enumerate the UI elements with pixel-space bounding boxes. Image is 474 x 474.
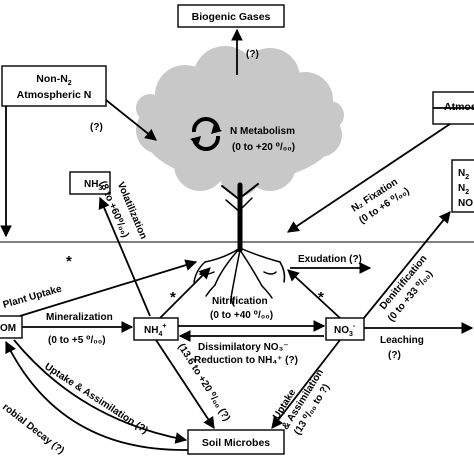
flow-arrows bbox=[0, 28, 474, 451]
biogenic-gases-label: Biogenic Gases bbox=[192, 11, 271, 23]
nitrification-label: Nitrification bbox=[212, 296, 268, 307]
biogenic-unknown-label: (?) bbox=[246, 49, 259, 60]
arrow-microbial-decay bbox=[5, 340, 189, 451]
non-n2-label: Non-N2 bbox=[36, 73, 72, 87]
mineralization-range-label: (0 to +5 ⁰/₀₀) bbox=[48, 335, 106, 346]
microbial-decay-label: robial Decay (?) bbox=[0, 402, 66, 457]
arrow-atmospheric-to-tree bbox=[105, 99, 157, 141]
n2-gases-box bbox=[451, 159, 474, 213]
arrow-volatilization bbox=[98, 196, 151, 317]
arrow-no3-to-microbes bbox=[271, 339, 341, 429]
atmospheric-n2-label: Atmos bbox=[444, 101, 474, 113]
n2-fixation-group: N₂ Fixation (0 to +6 ⁰/₀₀) bbox=[350, 177, 412, 227]
non-n2-unknown-label: (?) bbox=[90, 122, 103, 133]
nh4-label: NH4+ bbox=[144, 323, 166, 338]
nitrification-range-label: (0 to +40 ⁰/₀₀) bbox=[210, 310, 273, 321]
asterisk-no3: * bbox=[318, 289, 324, 306]
uptake-assimilation-label: Uptake & Assimilation (?) bbox=[42, 361, 149, 436]
tree-canopy bbox=[136, 46, 344, 196]
om-label: OM bbox=[0, 323, 16, 334]
asterisk-nh4: * bbox=[170, 289, 176, 306]
no3-uptake-group: Uptake & Assimilation (13 ⁰/₀₀ to ?) bbox=[271, 367, 332, 437]
leaching-unknown-label: (?) bbox=[388, 350, 401, 361]
tree-roots bbox=[193, 247, 286, 307]
asterisk-plant-uptake: * bbox=[66, 253, 72, 270]
no-label: NO bbox=[458, 198, 473, 209]
arrow-n2-fixation bbox=[287, 123, 451, 233]
tree-trunk bbox=[221, 182, 259, 253]
tree-icon bbox=[136, 46, 344, 307]
arrow-plant-uptake bbox=[19, 259, 198, 317]
biogenic-gases-box bbox=[177, 4, 285, 28]
n-metabolism-label: N Metabolism bbox=[230, 126, 295, 137]
dissimilatory-label-2: Reduction to NH₄⁺ (?) bbox=[194, 355, 298, 366]
plant-uptake-label: Plant Uptake bbox=[2, 283, 64, 310]
microbial-decay-group: robial Decay (?) bbox=[0, 402, 66, 457]
arrow-om-to-microbes bbox=[13, 339, 188, 444]
no3-box bbox=[325, 317, 365, 341]
nh3-box bbox=[69, 171, 111, 195]
n2-label-b: N2 bbox=[458, 183, 469, 196]
uptake-assimilation-group: Uptake & Assimilation (?) bbox=[42, 361, 149, 436]
mineralization-label: Mineralization bbox=[46, 312, 113, 323]
cycle-arrows-icon bbox=[190, 117, 222, 151]
leaching-label: Leaching bbox=[380, 335, 424, 346]
n2-label-a: N2 bbox=[458, 168, 469, 181]
plant-uptake-group: Plant Uptake bbox=[2, 283, 64, 310]
non-n2-atmospheric-box bbox=[1, 65, 107, 107]
nh3-label: NH3 bbox=[84, 179, 102, 192]
arrow-nh4-to-roots bbox=[159, 267, 211, 319]
dissimilatory-label-1: Dissimilatory NO₃⁻ bbox=[198, 342, 288, 353]
exudation-label: Exudation (?) bbox=[298, 254, 362, 265]
arrow-nh4-to-microbes bbox=[155, 339, 215, 429]
arrow-no3-to-roots bbox=[287, 269, 341, 319]
arrow-denitrification bbox=[363, 211, 451, 319]
n-metabolism-range-label: (0 to +20 ⁰/₀₀) bbox=[232, 142, 295, 153]
no3-label: NO3- bbox=[334, 323, 356, 338]
atmospheric-n-label: Atmospheric N bbox=[17, 89, 92, 101]
soil-microbes-label: Soil Microbes bbox=[202, 437, 270, 449]
soil-microbes-box bbox=[187, 429, 285, 455]
